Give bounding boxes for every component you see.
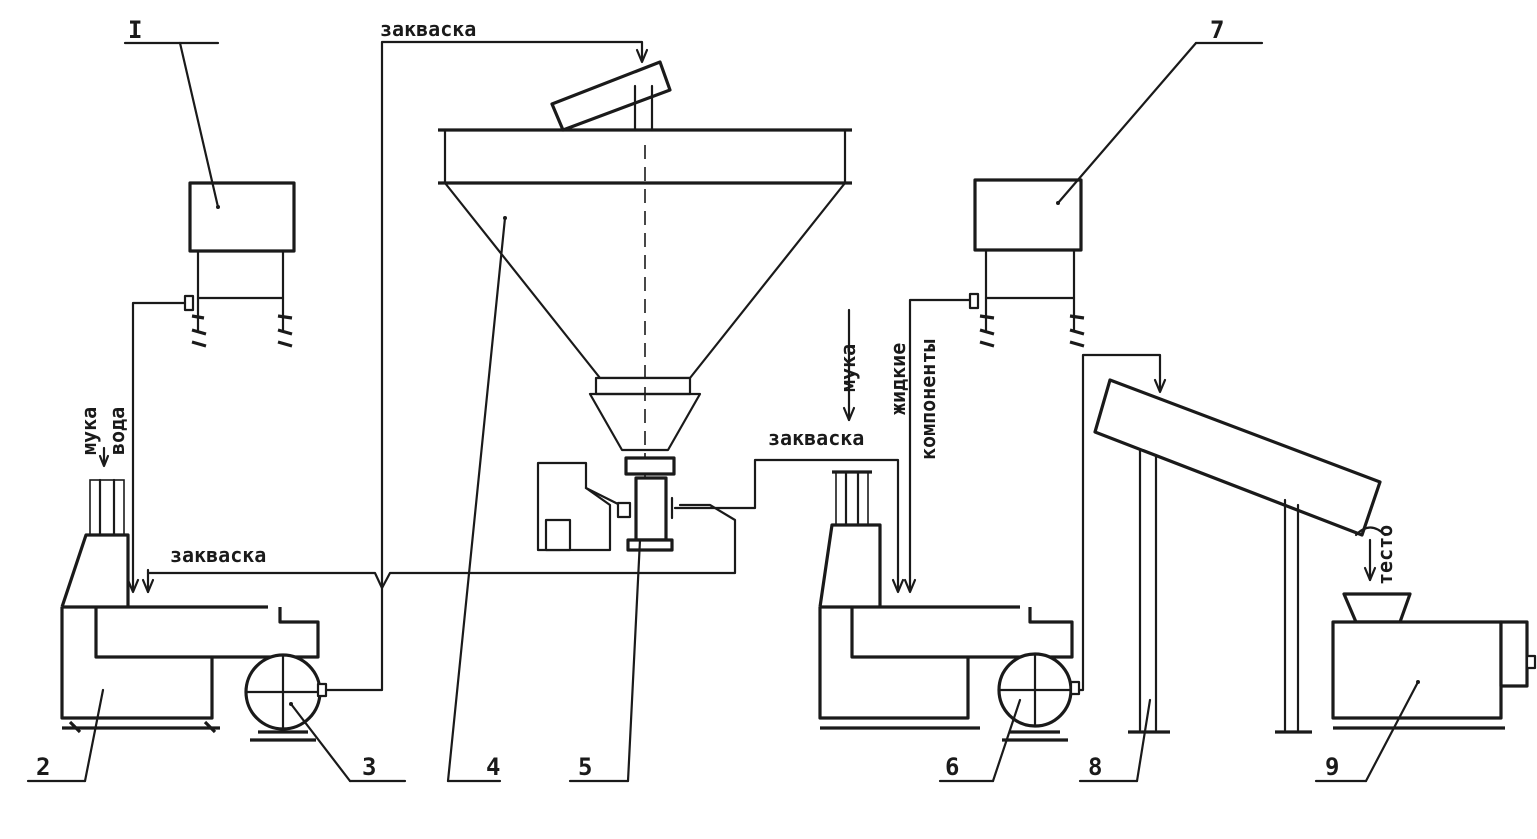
number-5: 5 bbox=[578, 753, 592, 781]
liquid-components-line bbox=[908, 298, 977, 592]
label-zhidkie: жидкие bbox=[886, 343, 910, 415]
number-2: 2 bbox=[36, 753, 50, 781]
number-7: 7 bbox=[1210, 16, 1224, 44]
zakvaska-line-right bbox=[673, 458, 900, 592]
dosing-tank-7 bbox=[968, 178, 1085, 348]
dough-line bbox=[1077, 353, 1162, 692]
dosing-tank-1 bbox=[183, 181, 296, 348]
number-4: 4 bbox=[486, 753, 500, 781]
zakvaska-line-top bbox=[324, 40, 644, 692]
label-komponenty: компоненты bbox=[916, 340, 940, 460]
label-testo: тесто bbox=[1373, 525, 1397, 585]
label-muka-right: мука bbox=[836, 344, 860, 392]
label-muka-left: мука bbox=[77, 407, 101, 455]
number-3: 3 bbox=[362, 753, 376, 781]
leader-lines bbox=[26, 41, 1420, 783]
dough-divider-9 bbox=[1331, 538, 1537, 730]
label-zakvaska-right: закваска bbox=[768, 426, 864, 450]
number-8: 8 bbox=[1088, 753, 1102, 781]
number-1: I bbox=[128, 16, 142, 44]
number-9: 9 bbox=[1325, 753, 1339, 781]
inclined-conveyor-8 bbox=[1093, 378, 1387, 734]
outlet-pump-5 bbox=[536, 456, 676, 552]
label-zakvaska-top: закваска bbox=[380, 17, 476, 41]
kneading-machine-right bbox=[818, 470, 1074, 730]
label-voda-left: вода bbox=[105, 407, 129, 455]
number-6: 6 bbox=[945, 753, 959, 781]
kneading-machine-2 bbox=[60, 478, 320, 734]
water-line-left bbox=[131, 301, 187, 592]
pump-3 bbox=[244, 653, 328, 742]
label-zakvaska-left: закваска bbox=[170, 543, 266, 567]
